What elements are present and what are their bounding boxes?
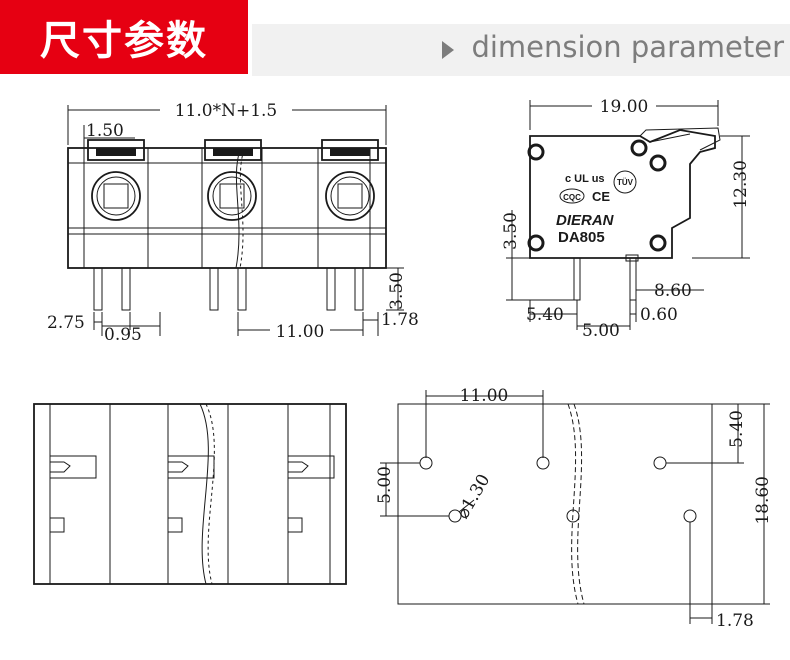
break-line bbox=[199, 403, 209, 585]
screw-hole-inner bbox=[212, 176, 252, 216]
dim-pin-pos: 8.60 bbox=[654, 281, 692, 301]
pin bbox=[573, 257, 581, 301]
dim-pin-thickness: 0.60 bbox=[640, 305, 678, 325]
model-name: DA805 bbox=[558, 229, 605, 246]
ce-mark: CE bbox=[592, 189, 610, 204]
front-view: 11.0*N+1.5 1.50 3.50 2.75 0.95 11.00 1.7… bbox=[47, 101, 419, 345]
dim-edge: 1.50 bbox=[86, 121, 124, 141]
dim-left-offset: 5.40 bbox=[526, 305, 564, 325]
side-view: c UL us CQC CE TÜV DIERAN DA805 19.00 12… bbox=[501, 97, 751, 341]
clamp-foot bbox=[49, 517, 65, 533]
pin-hole bbox=[683, 509, 697, 523]
dim-total-width: 18.60 bbox=[753, 476, 773, 525]
dim-height: 12.30 bbox=[731, 160, 751, 209]
pin-hole bbox=[653, 456, 667, 470]
dim-pin-spacing: 5.00 bbox=[582, 321, 620, 341]
screw-hole-inner bbox=[330, 176, 370, 216]
dim-pitch: 11.00 bbox=[460, 386, 509, 406]
mount-hole bbox=[630, 139, 648, 157]
clamp-tip bbox=[50, 461, 71, 473]
screw-square bbox=[219, 183, 245, 209]
title-banner: 尺寸参数 bbox=[0, 0, 248, 74]
arrow-right-icon bbox=[442, 41, 454, 59]
dim-hole-dia: ⌀1.30 bbox=[453, 471, 494, 523]
top-body bbox=[33, 403, 347, 585]
mount-hole bbox=[527, 143, 545, 161]
screw-slot bbox=[330, 148, 370, 156]
pin bbox=[121, 267, 131, 311]
screw-head-top bbox=[321, 139, 379, 161]
leader bbox=[458, 499, 475, 513]
screw-square bbox=[337, 183, 363, 209]
ul-mark: c UL us bbox=[565, 173, 605, 185]
screw-square bbox=[103, 183, 129, 209]
mount-hole bbox=[649, 154, 667, 172]
clamp-tip bbox=[288, 461, 309, 473]
screw-head-top bbox=[204, 139, 262, 161]
dim-pin-width: 0.95 bbox=[104, 325, 142, 345]
dim-pin-offset: 2.75 bbox=[47, 313, 85, 333]
pin-hole bbox=[566, 509, 580, 523]
screw-hole bbox=[325, 171, 375, 221]
dim-height: 3.50 bbox=[387, 272, 407, 310]
page-subtitle: dimension parameter bbox=[471, 30, 784, 64]
dim-pin-gap: 1.78 bbox=[716, 611, 754, 631]
screw-hole bbox=[207, 171, 257, 221]
break-line bbox=[239, 149, 245, 269]
clamp-foot bbox=[167, 517, 183, 533]
screw-slot bbox=[96, 148, 136, 156]
break-line bbox=[567, 403, 579, 605]
dim-top-offset: 5.40 bbox=[727, 410, 747, 448]
tuv-mark-outline bbox=[613, 170, 637, 194]
clamp bbox=[50, 455, 97, 479]
footprint-body bbox=[397, 403, 713, 605]
header: 尺寸参数 dimension parameter bbox=[0, 0, 790, 80]
brand-name: DIERAN bbox=[556, 212, 615, 229]
dim-pitch: 11.00 bbox=[276, 322, 325, 342]
pin bbox=[354, 267, 364, 311]
dim-pin-gap: 1.78 bbox=[381, 310, 419, 330]
mount-hole bbox=[649, 234, 667, 252]
page-title: 尺寸参数 bbox=[40, 18, 208, 64]
pin bbox=[237, 267, 247, 311]
dim-overall: 11.0*N+1.5 bbox=[175, 101, 278, 121]
pin bbox=[629, 257, 637, 301]
clamp-tip bbox=[168, 461, 189, 473]
screw-hole-inner bbox=[96, 176, 136, 216]
pin bbox=[93, 267, 103, 311]
dim-width: 19.00 bbox=[600, 97, 649, 117]
pin-hole bbox=[536, 456, 550, 470]
pin bbox=[326, 267, 336, 311]
screw-hole bbox=[91, 171, 141, 221]
break-line bbox=[205, 403, 215, 585]
cqc-mark-outline bbox=[559, 188, 585, 204]
side-lever bbox=[639, 127, 721, 151]
top-view bbox=[33, 403, 347, 585]
footprint-view: 11.00 5.00 ⌀1.30 5.40 18.60 1.78 bbox=[375, 386, 773, 631]
cqc-mark: CQC bbox=[563, 193, 581, 202]
side-lever-edge bbox=[649, 133, 691, 143]
mount-hole bbox=[527, 234, 545, 252]
dim-row-spacing: 5.00 bbox=[375, 466, 395, 504]
pin bbox=[209, 267, 219, 311]
clamp bbox=[288, 455, 335, 479]
clamp-foot bbox=[287, 517, 303, 533]
break-line bbox=[235, 149, 241, 269]
pin-hole bbox=[419, 456, 433, 470]
subtitle-bar: dimension parameter bbox=[252, 24, 790, 76]
screw-slot bbox=[213, 148, 253, 156]
clamp bbox=[168, 455, 215, 479]
dim-pin-height: 3.50 bbox=[501, 212, 521, 250]
break-line bbox=[573, 403, 585, 605]
screw-head-top bbox=[87, 139, 145, 161]
pin-cap bbox=[625, 254, 639, 262]
tuv-mark: TÜV bbox=[617, 178, 634, 187]
